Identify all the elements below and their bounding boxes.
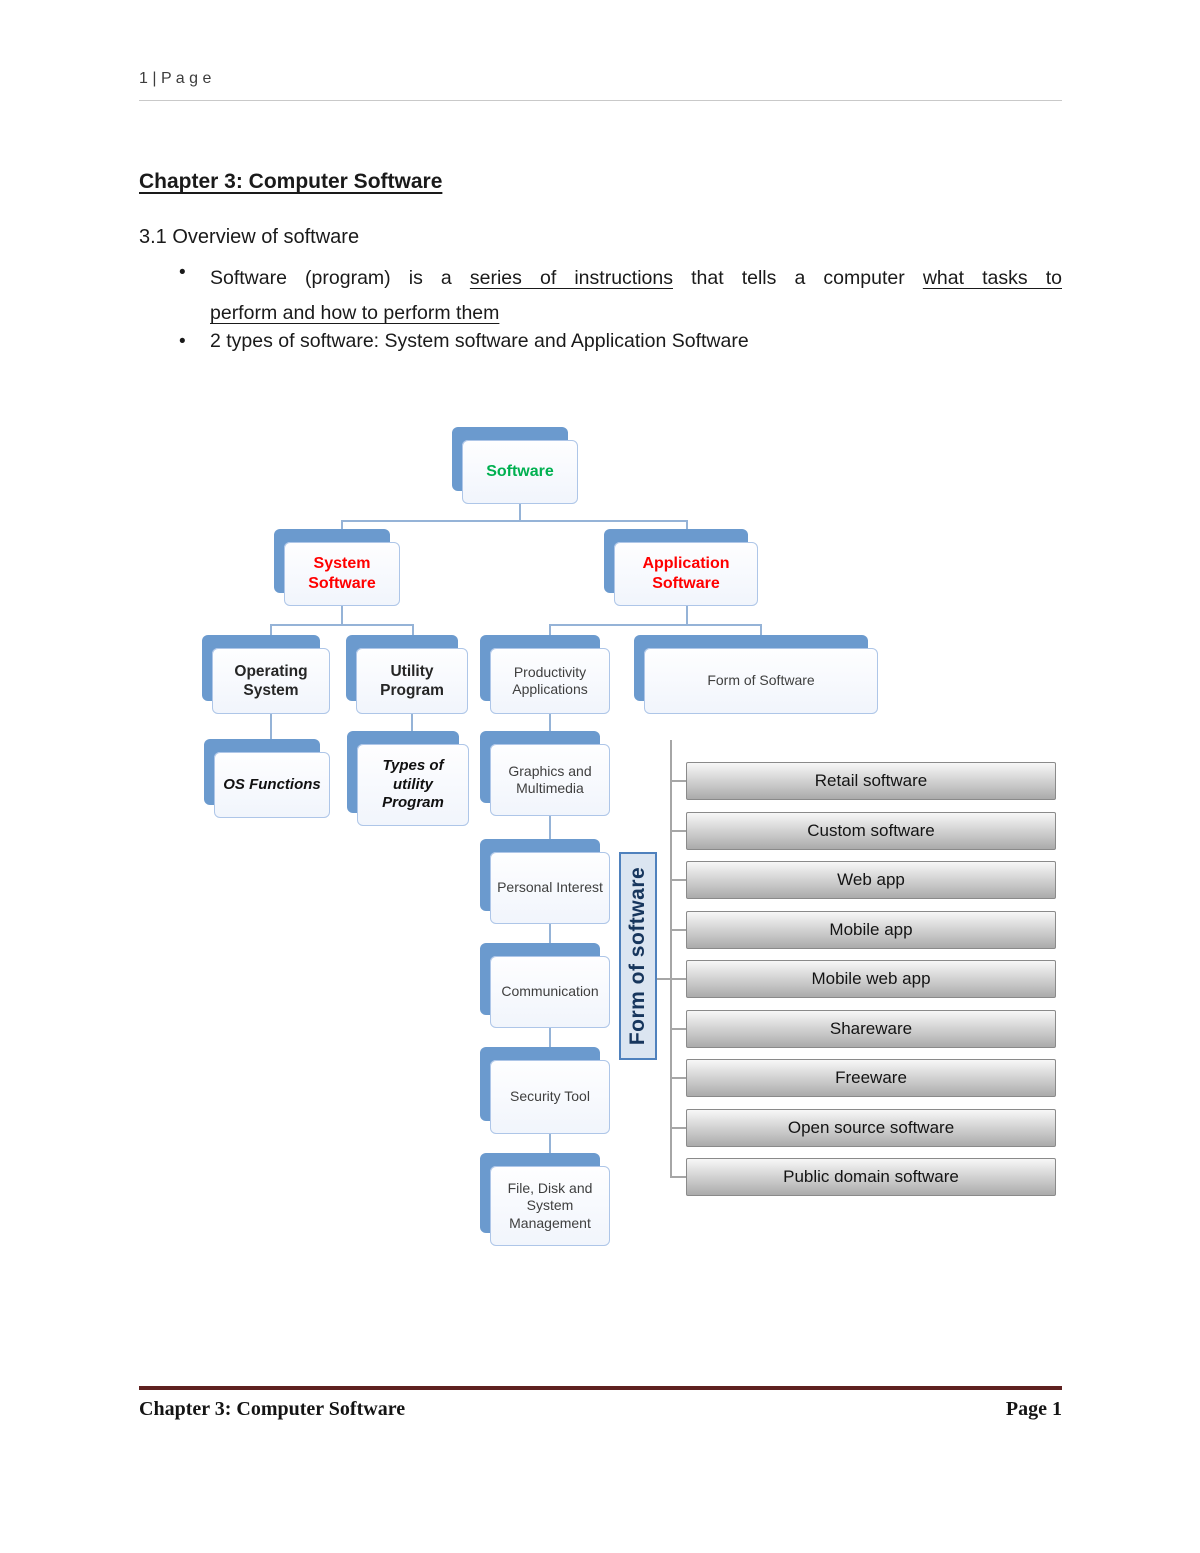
- form-item-open-source-software: Open source software: [686, 1109, 1056, 1147]
- node-system-software: System Software: [284, 542, 400, 606]
- connector-line: [549, 714, 551, 744]
- connector-line: [341, 520, 343, 542]
- node-security-tool: Security Tool: [490, 1060, 610, 1134]
- bracket-line: [670, 1028, 686, 1030]
- header-rule: [139, 100, 1062, 101]
- bullet1-text: that tells a computer: [672, 267, 923, 289]
- footer-rule: [139, 1386, 1062, 1390]
- footer-page-number: Page 1: [1005, 1398, 1062, 1420]
- form-item-retail-software: Retail software: [686, 762, 1056, 800]
- bracket-line: [670, 879, 686, 881]
- bracket-line: [670, 780, 686, 782]
- form-item-shareware: Shareware: [686, 1010, 1056, 1048]
- node-file-disk-system-management: File, Disk and System Management: [490, 1166, 610, 1246]
- connector-line: [549, 1028, 551, 1060]
- connector-line: [341, 520, 688, 522]
- bullet-marker: •: [179, 331, 186, 352]
- section-heading: 3.1 Overview of software: [139, 226, 360, 248]
- connector-line: [686, 520, 688, 542]
- form-of-software-vertical-label: Form of software: [619, 852, 657, 1060]
- bracket-line: [670, 1077, 686, 1079]
- connector-line: [411, 714, 413, 744]
- bullet1-line2: perform and how to perform them: [210, 296, 1062, 331]
- bracket-line: [657, 978, 670, 980]
- form-item-mobile-web-app: Mobile web app: [686, 960, 1056, 998]
- form-item-freeware: Freeware: [686, 1059, 1056, 1097]
- node-operating-system: Operating System: [212, 648, 330, 714]
- form-item-web-app: Web app: [686, 861, 1056, 899]
- connector-line: [270, 714, 272, 752]
- connector-line: [549, 624, 551, 648]
- bullet-item-types: 2 types of software: System software and…: [210, 330, 749, 352]
- chapter-title: Chapter 3: Computer Software: [139, 170, 443, 193]
- node-utility-program: Utility Program: [356, 648, 468, 714]
- connector-line: [549, 816, 551, 852]
- form-of-software-vertical-label-text: Form of software: [626, 866, 650, 1046]
- bullet-item-definition: Software (program) is a series of instru…: [210, 261, 1062, 331]
- bullet1-line1: Software (program) is a series of instru…: [210, 261, 1062, 296]
- node-productivity-applications: Productivity Applications: [490, 648, 610, 714]
- page-footer: Chapter 3: Computer Software Page 1: [139, 1398, 1062, 1421]
- connector-line: [519, 504, 521, 522]
- bullet1-underlined-phrase: what tasks to: [922, 267, 1062, 289]
- connector-line: [760, 624, 762, 648]
- form-item-public-domain-software: Public domain software: [686, 1158, 1056, 1196]
- node-personal-interest: Personal Interest: [490, 852, 610, 924]
- form-item-custom-software: Custom software: [686, 812, 1056, 850]
- node-application-software: Application Software: [614, 542, 758, 606]
- connector-line: [341, 606, 343, 626]
- node-graphics-and-multimedia: Graphics and Multimedia: [490, 744, 610, 816]
- connector-line: [549, 624, 762, 626]
- connector-line: [549, 924, 551, 956]
- connector-line: [270, 624, 414, 626]
- page-number-header: 1 | P a g e: [139, 70, 212, 87]
- connector-line: [549, 1134, 551, 1166]
- bracket-line: [670, 830, 686, 832]
- node-form-of-software: Form of Software: [644, 648, 878, 714]
- bullet-marker: •: [179, 262, 186, 283]
- bracket-line: [670, 978, 686, 980]
- connector-line: [270, 624, 272, 648]
- bracket-line: [670, 1176, 686, 1178]
- footer-chapter-label: Chapter 3: Computer Software: [139, 1398, 406, 1420]
- bracket-line: [670, 929, 686, 931]
- node-communication: Communication: [490, 956, 610, 1028]
- bracket-line: [670, 740, 672, 1178]
- connector-line: [412, 624, 414, 648]
- node-os-functions: OS Functions: [214, 752, 330, 818]
- form-item-mobile-app: Mobile app: [686, 911, 1056, 949]
- connector-line: [686, 606, 688, 626]
- node-types-of-utility-program: Types of utility Program: [357, 744, 469, 826]
- bullet1-underlined-phrase: series of instructions: [469, 267, 673, 289]
- bullet1-underlined-phrase: perform and how to perform them: [210, 302, 500, 324]
- bracket-line: [670, 1127, 686, 1129]
- bullet1-text: Software (program) is a: [210, 267, 470, 289]
- node-software: Software: [462, 440, 578, 504]
